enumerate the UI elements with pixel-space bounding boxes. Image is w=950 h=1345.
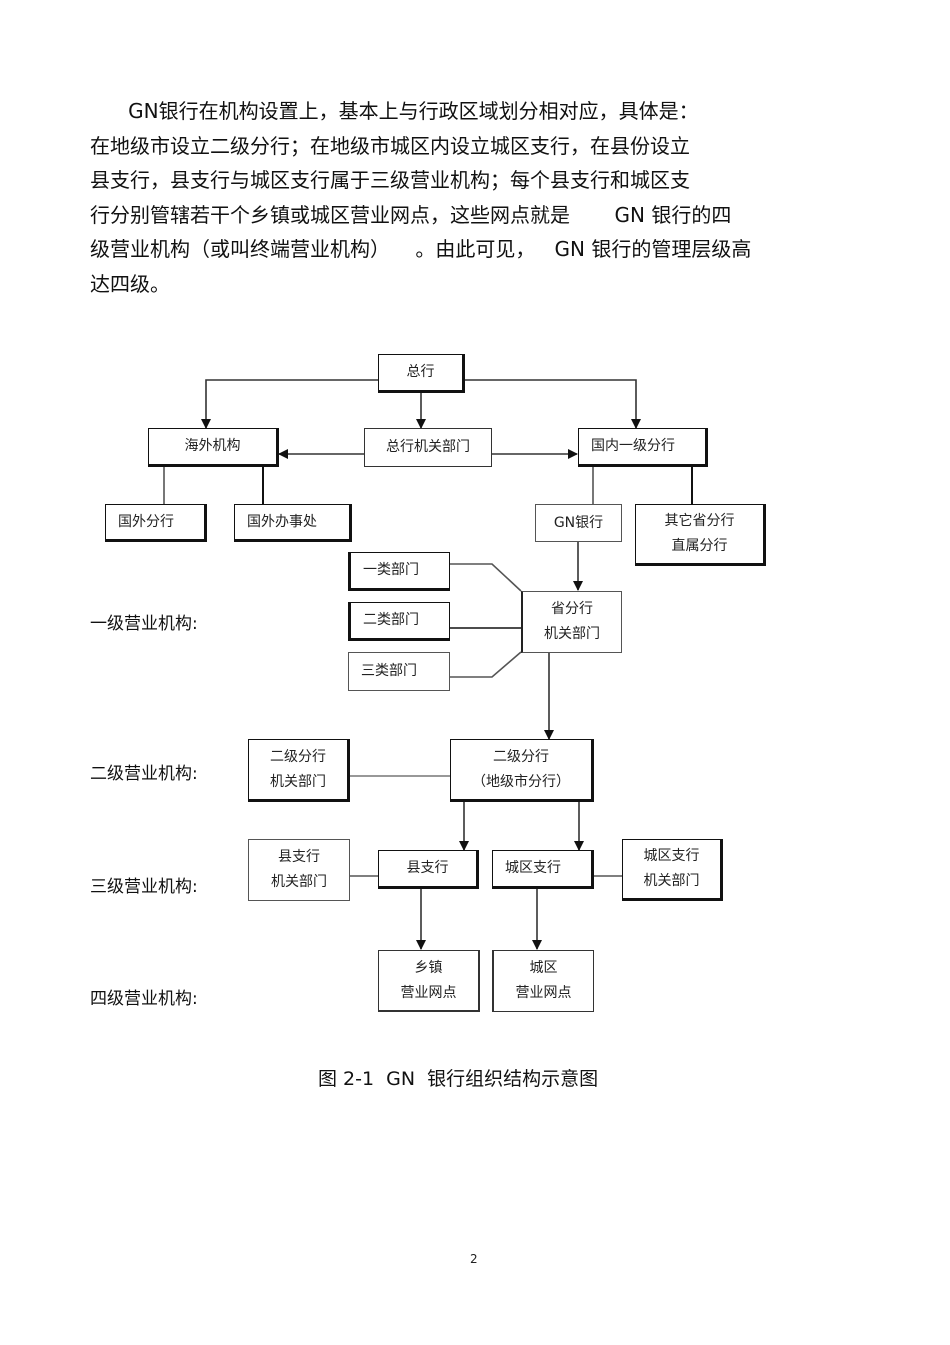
node-label: 机关部门 <box>643 873 700 889</box>
node-label: 国内一级分行 <box>591 438 675 454</box>
edge-class3 <box>450 651 522 678</box>
paragraph-line: 达四级。 <box>90 271 170 296</box>
node-urban-branch: 城区支行 <box>492 850 594 889</box>
node-urban-outlets: 城区 营业网点 <box>492 950 594 1012</box>
node-label: 二级分行 <box>493 748 549 765</box>
node-other-provincial: 其它省分行 直属分行 <box>635 504 766 566</box>
node-dept-class2: 二类部门 <box>348 602 450 641</box>
node-provincial-depts: 省分行 机关部门 <box>521 591 622 653</box>
node-label: 县支行 <box>406 860 449 876</box>
node-label: 直属分行 <box>671 538 728 554</box>
node-label: 乡镇 <box>414 959 443 976</box>
level-label-4: 四级营业机构: <box>90 989 198 1009</box>
node-label: 机关部门 <box>270 773 326 790</box>
node-label: 总行 <box>406 364 435 380</box>
node-dept-class1: 一类部门 <box>348 552 450 591</box>
node-label: 三类部门 <box>361 663 417 679</box>
node-county-branch: 县支行 <box>378 850 479 889</box>
paragraph-line: 级营业机构（或叫终端营业机构） 。由此可见， GN 银行的管理层级高 <box>90 237 752 261</box>
node-domestic-tier1: 国内一级分行 <box>578 428 708 467</box>
node-label: 城区支行 <box>643 848 700 864</box>
paragraph-line: 行分别管辖若干个乡镇或城区营业网点，这些网点就是 GN 银行的四 <box>90 202 732 227</box>
node-dept-class3: 三类部门 <box>348 652 450 691</box>
node-urban-depts: 城区支行 机关部门 <box>622 839 723 901</box>
node-label: 城区 <box>529 960 558 976</box>
figure-caption: 图 2-1 GN 银行组织结构示意图 <box>318 1068 599 1090</box>
node-label: 县支行 <box>278 849 320 865</box>
body-paragraph: GN银行在机构设置上，基本上与行政区域划分相对应，具体是： 在地级市设立二级分行… <box>90 94 860 301</box>
node-label: 二类部门 <box>363 612 419 628</box>
node-head-office: 总行 <box>378 354 465 393</box>
node-foreign-office: 国外办事处 <box>234 504 352 542</box>
node-label: 国外办事处 <box>247 513 317 530</box>
paragraph-line: GN银行在机构设置上，基本上与行政区域划分相对应，具体是： <box>90 99 699 123</box>
edge-head-to-overseas <box>201 379 378 429</box>
node-foreign-branch: 国外分行 <box>105 504 207 542</box>
node-tier2-branch: 二级分行 （地级市分行） <box>450 739 594 802</box>
node-gn-bank: GN银行 <box>535 504 622 542</box>
node-label: 一类部门 <box>363 562 419 578</box>
node-head-office-depts: 总行机关部门 <box>364 428 492 467</box>
node-label: 机关部门 <box>544 626 600 642</box>
node-label: 海外机构 <box>184 438 241 454</box>
node-label: 总行机关部门 <box>386 439 470 455</box>
node-label: （地级市分行） <box>472 773 570 790</box>
paragraph-line: 在地级市设立二级分行；在地级市城区内设立城区支行，在县份设立 <box>90 133 690 158</box>
level-label-2: 二级营业机构: <box>90 764 198 784</box>
page-number: 2 <box>470 1252 478 1266</box>
node-town-outlets: 乡镇 营业网点 <box>378 950 480 1012</box>
paragraph-line: 县支行，县支行与城区支行属于三级营业机构；每个县支行和城区支 <box>90 168 690 192</box>
node-label: 营业网点 <box>515 985 572 1001</box>
level-label-1: 一级营业机构: <box>90 614 198 634</box>
edge-head-to-domestic <box>464 379 641 429</box>
node-tier2-depts: 二级分行 机关部门 <box>248 739 350 802</box>
node-label: GN银行 <box>553 514 604 531</box>
node-county-depts: 县支行 机关部门 <box>248 839 350 901</box>
node-label: 营业网点 <box>400 984 457 1001</box>
node-label: 机关部门 <box>271 874 327 890</box>
node-label: 其它省分行 <box>664 513 735 529</box>
edge-class1 <box>450 563 522 592</box>
node-label: 国外分行 <box>118 513 174 530</box>
node-label: 城区支行 <box>505 860 561 876</box>
node-label: 二级分行 <box>270 748 326 765</box>
node-overseas: 海外机构 <box>148 428 279 467</box>
node-label: 省分行 <box>551 601 593 617</box>
level-label-3: 三级营业机构: <box>90 877 198 897</box>
